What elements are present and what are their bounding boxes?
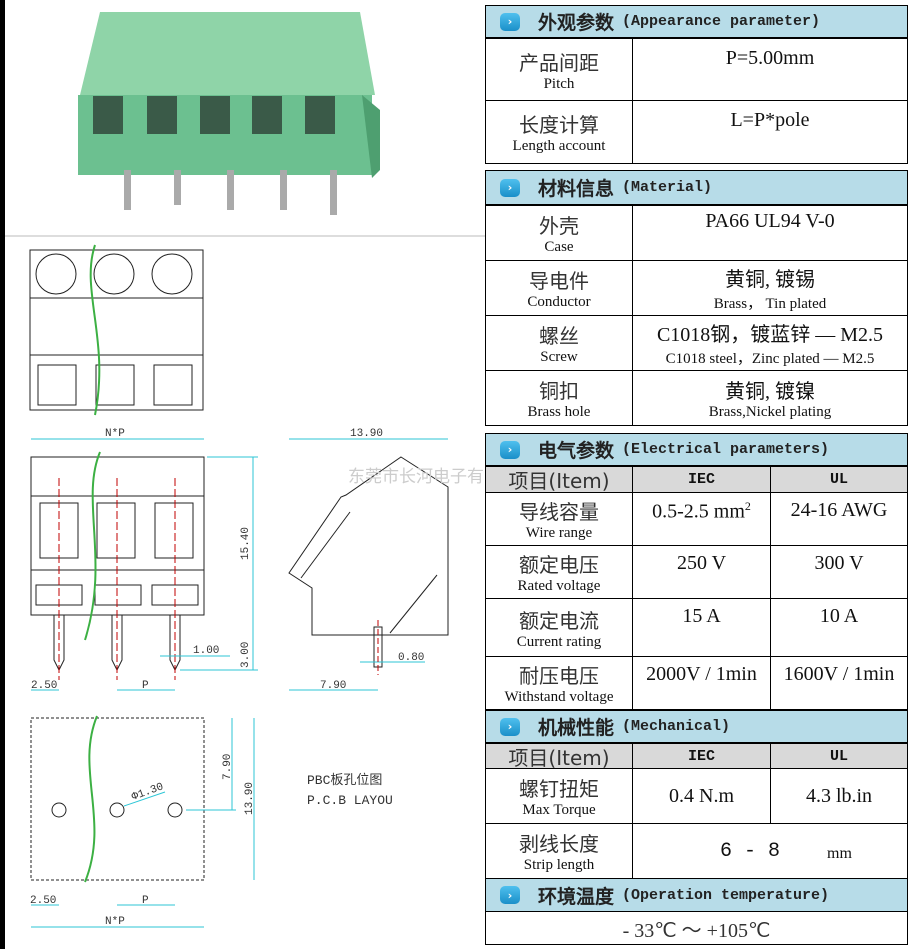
front-view bbox=[30, 438, 258, 691]
chevron-right-icon: › bbox=[500, 440, 520, 459]
value-torque-iec: 0.4 N.m bbox=[632, 768, 771, 824]
value-pitch: P=5.00mm bbox=[632, 38, 908, 101]
value-temperature: - 33℃ ～ +105℃ bbox=[485, 911, 908, 945]
dim-pin-position: 7.90 bbox=[320, 680, 346, 692]
col-item: 项目(Item) bbox=[485, 466, 633, 493]
section-header-appearance: › 外观参数 (Appearance parameter) bbox=[485, 5, 908, 38]
dim-depth: 13.90 bbox=[350, 428, 383, 440]
value-rated-voltage-ul: 300 V bbox=[770, 545, 908, 599]
value-length: L=P*pole bbox=[632, 100, 908, 164]
chevron-right-icon: › bbox=[500, 178, 520, 197]
value-wire-range-iec: 0.5-2.5 mm2 bbox=[632, 492, 771, 546]
dim-height: 15.40 bbox=[240, 527, 252, 560]
section-header-mechanical: ›机械性能(Mechanical) bbox=[485, 710, 908, 743]
value-wire-range-ul: 24-16 AWG bbox=[770, 492, 908, 546]
dim-pcb-depth: 13.90 bbox=[244, 782, 256, 815]
pcb-layout bbox=[30, 715, 255, 928]
side-view bbox=[288, 438, 449, 691]
dim-pitch: P bbox=[142, 680, 149, 692]
pcb-title-en: P.C.B LAYOU bbox=[307, 793, 393, 808]
chevron-right-icon: › bbox=[500, 12, 520, 31]
col-iec: IEC bbox=[632, 466, 771, 493]
col-ul: UL bbox=[770, 743, 908, 769]
section-title: 外观参数 bbox=[538, 12, 615, 34]
dim-pin-width: 1.00 bbox=[193, 645, 219, 657]
value-case: PA66 UL94 V-0 bbox=[632, 205, 908, 261]
section-header-material: ›材料信息(Material) bbox=[485, 170, 908, 205]
col-ul: UL bbox=[770, 466, 908, 493]
section-header-electrical: ›电气参数(Electrical parameters) bbox=[485, 433, 908, 466]
dim-side-pin-width: 0.80 bbox=[398, 652, 424, 664]
watermark: 东莞市长河电子有 bbox=[348, 467, 484, 487]
drawing-panel: N*P 15.40 3.00 1.00 2.50 P 13.90 0.80 7.… bbox=[0, 0, 485, 949]
dim-hole: Φ1.30 bbox=[130, 781, 165, 804]
dim-row: 7.90 bbox=[222, 754, 234, 780]
dim-pcb-pitch: P bbox=[142, 895, 149, 907]
chevron-right-icon: › bbox=[500, 886, 520, 904]
value-torque-ul: 4.3 lb.in bbox=[770, 768, 908, 824]
chevron-right-icon: › bbox=[500, 717, 520, 736]
value-rated-voltage-iec: 250 V bbox=[632, 545, 771, 599]
dim-np: N*P bbox=[105, 428, 125, 440]
dim-pcb-edge: 2.50 bbox=[30, 895, 56, 907]
value-withstand-voltage-iec: 2000V / 1min bbox=[632, 656, 771, 710]
col-item: 项目(Item) bbox=[485, 743, 633, 770]
technical-drawings: N*P 15.40 3.00 1.00 2.50 P 13.90 0.80 7.… bbox=[5, 12, 485, 928]
product-photo bbox=[78, 12, 380, 215]
dim-pcb-np: N*P bbox=[105, 916, 125, 928]
value-withstand-voltage-ul: 1600V / 1min bbox=[770, 656, 908, 710]
section-header-temperature: ›环境温度(Operation temperature) bbox=[485, 878, 908, 912]
value-strip-unit: mm bbox=[827, 845, 852, 862]
dim-edge: 2.50 bbox=[31, 680, 57, 692]
section-subtitle: (Appearance parameter) bbox=[622, 13, 821, 30]
value-current-rating-ul: 10 A bbox=[770, 598, 908, 657]
top-view bbox=[29, 244, 204, 416]
pcb-title-zh: PBC板孔位图 bbox=[307, 773, 382, 788]
dim-pin-length: 3.00 bbox=[240, 642, 252, 668]
value-strip-range: 6 - 8 bbox=[720, 840, 781, 863]
value-current-rating-iec: 15 A bbox=[632, 598, 771, 657]
col-iec: IEC bbox=[632, 743, 771, 769]
